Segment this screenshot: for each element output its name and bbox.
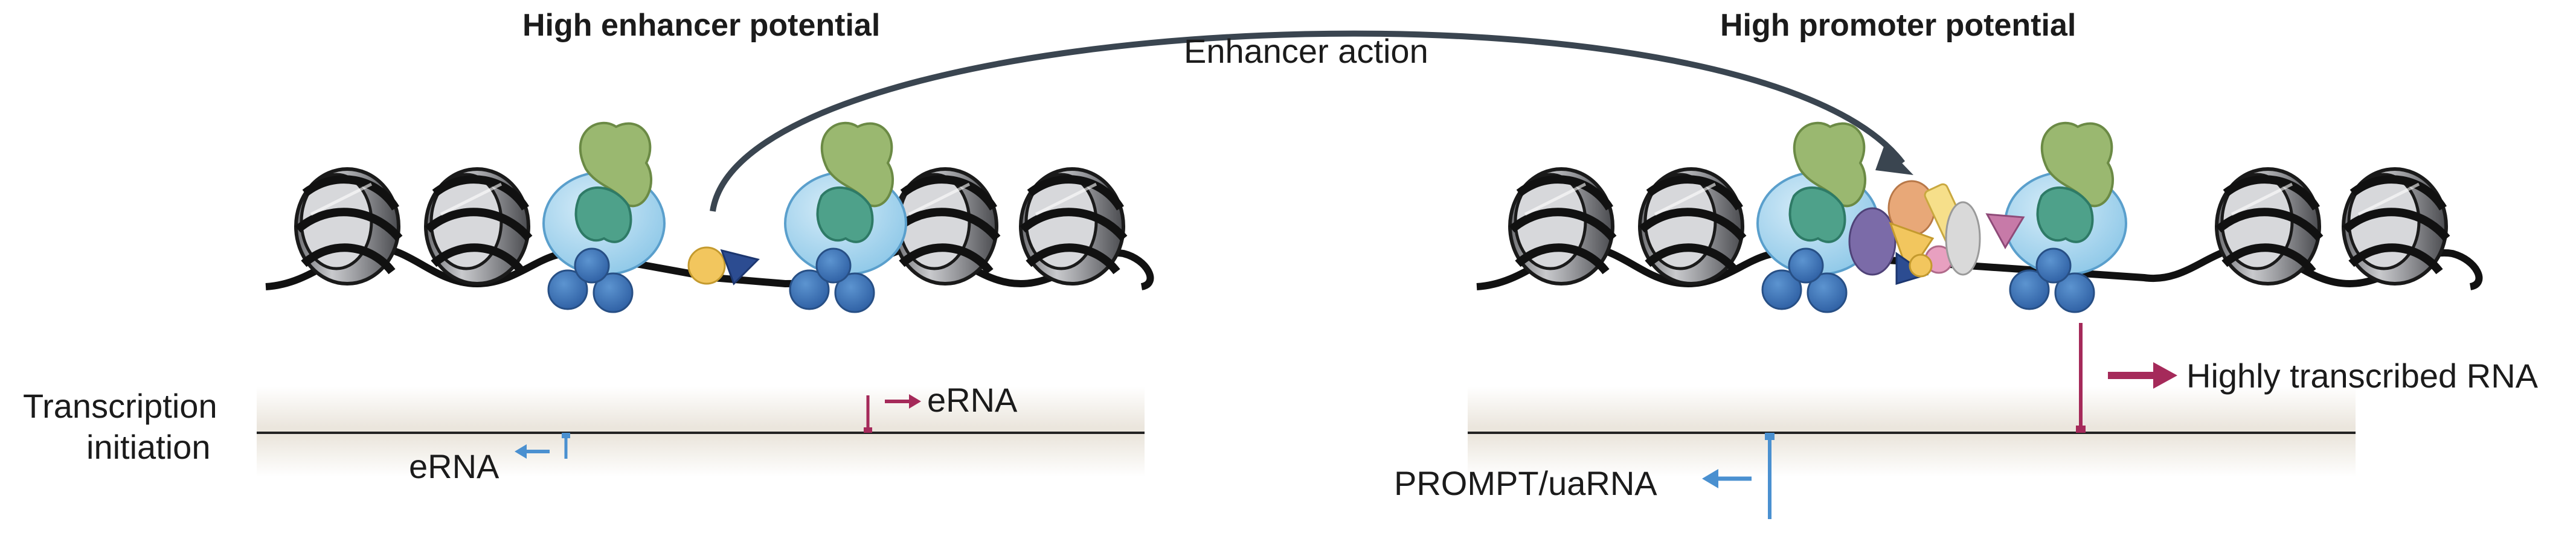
enhancer-action-arrowhead: [1875, 145, 1913, 175]
antisense-tss-foot-right: [1765, 433, 1775, 440]
arc-label: Enhancer action: [1184, 32, 1428, 70]
tf-yellow: [687, 246, 726, 285]
nucleosome-8: [2343, 169, 2447, 284]
right-panel: [1468, 121, 2483, 519]
nucleosome-2: [426, 169, 529, 284]
label-erna-antisense: eRNA: [409, 447, 499, 485]
label-highly-transcribed-rna: Highly transcribed RNA: [2186, 357, 2538, 395]
tf-triangle: [720, 249, 760, 286]
transcription-initiation-line1: Transcription: [23, 387, 217, 425]
pic-left-1: [542, 121, 666, 313]
nucleosome-4: [1021, 169, 1124, 284]
nucleosome-1: [296, 169, 399, 284]
label-prompt-uarna: PROMPT/uaRNA: [1394, 464, 1657, 502]
nucleosome-6: [1640, 169, 1743, 284]
sense-arrowhead-left: [909, 394, 921, 409]
enhancer-action-arc: [710, 30, 1905, 212]
nucleosome-7: [2217, 169, 2320, 284]
label-erna-sense: eRNA: [927, 381, 1018, 419]
left-panel: [257, 121, 1154, 477]
tf-cluster: [1848, 180, 2025, 286]
antisense-tss-foot-left: [562, 433, 570, 438]
title-right: High promoter potential: [1720, 8, 2077, 43]
title-left: High enhancer potential: [522, 8, 881, 43]
antisense-arrowhead-right: [1702, 469, 1718, 488]
sense-tss-foot-right: [2076, 426, 2086, 433]
nucleosome-5: [1510, 169, 1613, 284]
antisense-arrowhead-left: [515, 444, 527, 459]
nucleosome-3: [894, 169, 997, 284]
transcription-initiation-line2: initiation: [86, 428, 211, 466]
sense-arrowhead-right: [2153, 362, 2177, 389]
sense-tss-foot-left: [864, 427, 872, 433]
pic-left-2: [784, 121, 907, 313]
